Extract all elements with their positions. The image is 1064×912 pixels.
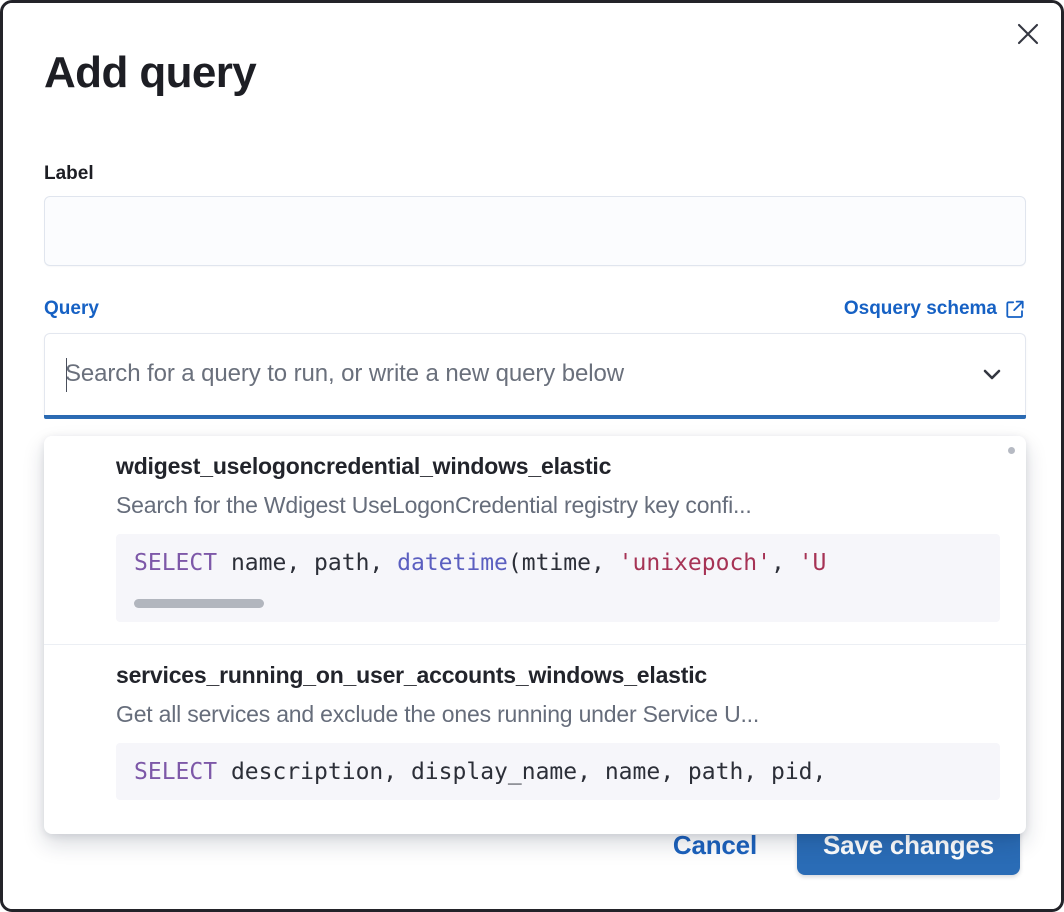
- chevron-down-icon[interactable]: [977, 359, 1007, 389]
- sql-code-line: SELECT description, display_name, name, …: [134, 758, 827, 785]
- close-button[interactable]: [1007, 13, 1049, 55]
- option-description: Get all services and exclude the ones ru…: [116, 700, 760, 727]
- query-search-input[interactable]: Search for a query to run, or write a ne…: [65, 360, 624, 388]
- query-combobox-wrapper: Search for a query to run, or write a ne…: [44, 332, 1026, 419]
- label-field-label: Label: [44, 163, 94, 184]
- option-title: services_running_on_user_accounts_window…: [116, 662, 707, 689]
- osquery-schema-link[interactable]: Osquery schema: [844, 298, 1026, 321]
- option-code-block: SELECT description, display_name, name, …: [116, 742, 1000, 801]
- option-description: Search for the Wdigest UseLogonCredentia…: [116, 491, 752, 518]
- option-code-block: SELECT name, path, datetime(mtime, 'unix…: [116, 533, 1000, 623]
- list-item[interactable]: services_running_on_user_accounts_window…: [44, 644, 1026, 801]
- close-icon: [1015, 21, 1041, 47]
- sql-code-line: SELECT name, path, datetime(mtime, 'unix…: [134, 549, 827, 576]
- query-field-header: Query Osquery schema: [44, 298, 1026, 321]
- query-field-label: Query: [44, 297, 99, 319]
- osquery-schema-link-label: Osquery schema: [843, 297, 997, 319]
- form-area: Label Query Osquery schema: [44, 163, 1026, 419]
- add-query-modal: Add query Label Query Osquery schema: [3, 3, 1061, 909]
- query-combobox[interactable]: Search for a query to run, or write a ne…: [44, 332, 1026, 415]
- label-input[interactable]: [44, 195, 1026, 266]
- external-link-icon: [1005, 299, 1026, 320]
- combobox-focus-underline: [44, 414, 1026, 419]
- option-title: wdigest_uselogoncredential_windows_elast…: [116, 453, 612, 479]
- text-caret: [66, 357, 67, 392]
- list-item[interactable]: wdigest_uselogoncredential_windows_elast…: [44, 436, 1026, 623]
- query-suggestions-dropdown: wdigest_uselogoncredential_windows_elast…: [44, 436, 1026, 834]
- dropdown-scrollbar-thumb[interactable]: [1008, 447, 1015, 454]
- cancel-button[interactable]: Cancel: [659, 820, 771, 871]
- code-horizontal-scrollbar[interactable]: [134, 599, 264, 609]
- page-title: Add query: [44, 48, 257, 97]
